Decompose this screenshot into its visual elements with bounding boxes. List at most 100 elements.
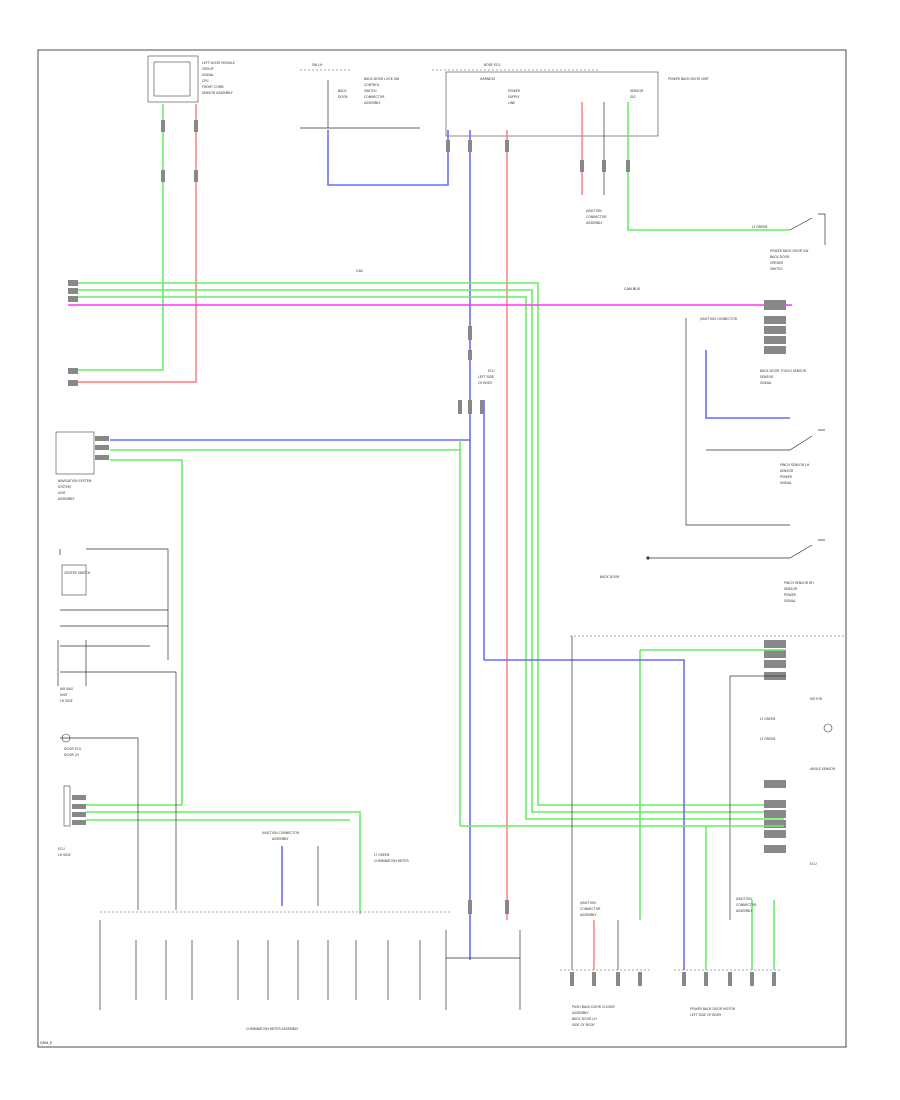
- svg-text:POWER: POWER: [508, 89, 521, 93]
- wire-blue-top: [327, 130, 449, 186]
- left-sensor-2-label: CENTER SWITCH: [64, 571, 91, 575]
- left-module-1: NAVIGATION SYSTEM SYSTEM UNIT ASSEMBLY: [55, 431, 460, 805]
- svg-text:POWER: POWER: [784, 593, 797, 597]
- footer-code: QM4_E: [40, 1041, 53, 1045]
- top-right-unit-label: POWER BACK DOOR UNIT: [668, 77, 709, 81]
- right-sensor-1-label: BACK DOOR TOUCH SENSOR: [760, 369, 807, 373]
- svg-text:SWITCH: SWITCH: [364, 89, 377, 93]
- left-bus-terminals: [68, 280, 78, 386]
- svg-text:UNIT: UNIT: [60, 693, 68, 697]
- svg-text:CONNECTOR: CONNECTOR: [736, 903, 757, 907]
- wire-green-rt: [627, 102, 790, 231]
- svg-text:JUNCTION CONNECTOR: JUNCTION CONNECTOR: [261, 831, 300, 835]
- bottom-right-2: JUNCTION CONNECTOR ASSEMBLY POWER BACK D…: [674, 826, 780, 1017]
- right-junction: JUNCTION CONNECTOR BACK DOOR TOUCH SENSO…: [685, 300, 807, 526]
- left-sensor-4-label: DOOR ECU: [64, 747, 82, 751]
- top-left-module-label: LEFT DOOR MODULE: [202, 61, 235, 65]
- svg-text:ASSEMBLY: ASSEMBLY: [586, 221, 603, 225]
- svg-text:BACK DOOR LH: BACK DOOR LH: [572, 1017, 597, 1021]
- bottom-right-1-label: PUSH BACK DOOR CLOSER: [572, 1005, 615, 1009]
- svg-text:LH SIDE: LH SIDE: [60, 699, 73, 703]
- bottom-junction: [445, 900, 521, 1010]
- svg-text:ECU: ECU: [488, 369, 495, 373]
- bus-green-1: [68, 282, 784, 806]
- svg-text:CONNECTOR: CONNECTOR: [364, 95, 385, 99]
- svg-text:BACK: BACK: [338, 89, 348, 93]
- svg-text:GROUP: GROUP: [202, 67, 214, 71]
- svg-text:CONTROL: CONTROL: [364, 83, 380, 87]
- svg-text:ASSEMBLY: ASSEMBLY: [572, 1011, 589, 1015]
- svg-text:POWER: POWER: [780, 475, 793, 479]
- svg-text:LINE: LINE: [508, 101, 515, 105]
- svg-text:CPU: CPU: [202, 79, 209, 83]
- right-sensor-3-label: PINCH SENSOR RH: [784, 581, 814, 585]
- right-switch-2: PINCH SENSOR LH SENSOR POWER SIGNAL: [706, 429, 825, 485]
- svg-text:SIGNAL: SIGNAL: [760, 381, 772, 385]
- left-sensor-3-label: AIR BAG: [60, 687, 74, 691]
- svg-text:SENSOR: SENSOR: [784, 587, 798, 591]
- svg-text:DOOR: DOOR: [338, 95, 348, 99]
- svg-text:CONNECTOR: CONNECTOR: [580, 907, 601, 911]
- bottom-right-2-label: POWER BACK DOOR MOTOR: [690, 1007, 736, 1011]
- svg-text:CONNECTOR: CONNECTOR: [586, 215, 607, 219]
- svg-text:JUNCTION: JUNCTION: [579, 901, 596, 905]
- top-right-unit: BODY ECU HARNESS POWER SUPPLY LINE SENSO…: [432, 63, 709, 137]
- svg-text:SENSOR: SENSOR: [760, 375, 774, 379]
- svg-text:SENSOR ASSEMBLY: SENSOR ASSEMBLY: [202, 91, 233, 95]
- svg-text:BODY ECU: BODY ECU: [484, 63, 501, 67]
- right-sensor-4-label: ANGLE SENSOR: [810, 767, 836, 771]
- right-ecu-label: ECU: [810, 862, 817, 866]
- svg-text:SIDE OF BODY: SIDE OF BODY: [572, 1023, 595, 1027]
- svg-text:OF BODY: OF BODY: [478, 381, 492, 385]
- svg-text:SYSTEM: SYSTEM: [58, 485, 71, 489]
- svg-text:LT GREEN: LT GREEN: [374, 853, 390, 857]
- svg-text:LEFT SIDE OF BODY: LEFT SIDE OF BODY: [690, 1013, 721, 1017]
- svg-text:HARNESS: HARNESS: [480, 77, 495, 81]
- bus-green-2: [68, 289, 784, 813]
- svg-text:ASSEMBLY: ASSEMBLY: [272, 837, 289, 841]
- svg-text:CAN: CAN: [356, 269, 363, 273]
- top-center-switch: SW LH BACK DOOR BACK DOOR LOCK SW CONTRO…: [300, 63, 420, 129]
- svg-text:FRONT COMB: FRONT COMB: [202, 85, 224, 89]
- svg-text:LH SIDE: LH SIDE: [58, 853, 71, 857]
- svg-text:JUNCTION: JUNCTION: [735, 897, 752, 901]
- svg-text:SIGNAL: SIGNAL: [780, 481, 792, 485]
- right-junction-label: JUNCTION CONNECTOR: [699, 317, 738, 321]
- top-center-sw-label: BACK DOOR LOCK SW: [364, 77, 400, 81]
- svg-text:BACK DOOR: BACK DOOR: [770, 255, 790, 259]
- right-switch-1-label: POWER BACK DOOR SW: [770, 249, 809, 253]
- svg-text:SWITCH: SWITCH: [770, 267, 783, 271]
- wire-green-left: [72, 104, 164, 371]
- svg-text:SENSOR: SENSOR: [630, 89, 644, 93]
- wire-red-left: [72, 104, 197, 383]
- bottom-center-label: COMBINATION METER ASSEMBLY: [246, 1027, 298, 1031]
- bottom-right-1: JUNCTION CONNECTOR ASSEMBLY PUSH BACK DO…: [560, 636, 650, 1027]
- svg-text:LT GREEN: LT GREEN: [760, 717, 776, 721]
- right-motor-label: MOTOR: [810, 697, 823, 701]
- bus-green-3: [68, 296, 784, 820]
- svg-text:LEFT SIDE: LEFT SIDE: [478, 375, 494, 379]
- right-bus-label: CAN BUS: [624, 287, 641, 291]
- svg-text:ASSEMBLY: ASSEMBLY: [736, 909, 753, 913]
- connector-marks-top: [161, 120, 630, 182]
- right-sensor-2-label: PINCH SENSOR LH: [780, 463, 810, 467]
- svg-text:ASSEMBLY: ASSEMBLY: [364, 101, 381, 105]
- svg-text:COMBINATION METER: COMBINATION METER: [374, 859, 409, 863]
- svg-text:DOOR LH: DOOR LH: [64, 753, 79, 757]
- svg-text:ASSEMBLY: ASSEMBLY: [58, 497, 75, 501]
- svg-text:SIGNAL: SIGNAL: [784, 599, 796, 603]
- diagram-frame: [37, 49, 847, 1048]
- svg-text:OPENER: OPENER: [770, 261, 784, 265]
- svg-text:JUNCTION: JUNCTION: [585, 209, 602, 213]
- svg-text:SIG: SIG: [630, 95, 636, 99]
- right-motor-block: MOTOR LT GREEN LT GREEN ANGLE SENSOR ECU: [459, 400, 846, 970]
- svg-text:SIGNAL: SIGNAL: [202, 73, 214, 77]
- right-switch-3: BACK DOOR PINCH SENSOR RH SENSOR POWER S…: [600, 539, 825, 603]
- left-sensor-1-label: NAVIGATION SYSTEM: [58, 479, 92, 483]
- svg-text:LT GREEN: LT GREEN: [752, 225, 768, 229]
- right-switch-1: LT GREEN POWER BACK DOOR SW BACK DOOR OP…: [752, 213, 826, 271]
- left-module-3: DOOR ECU DOOR LH ECU LH SIDE: [58, 733, 361, 914]
- svg-text:BACK DOOR: BACK DOOR: [600, 575, 620, 579]
- svg-text:SENSOR: SENSOR: [780, 469, 794, 473]
